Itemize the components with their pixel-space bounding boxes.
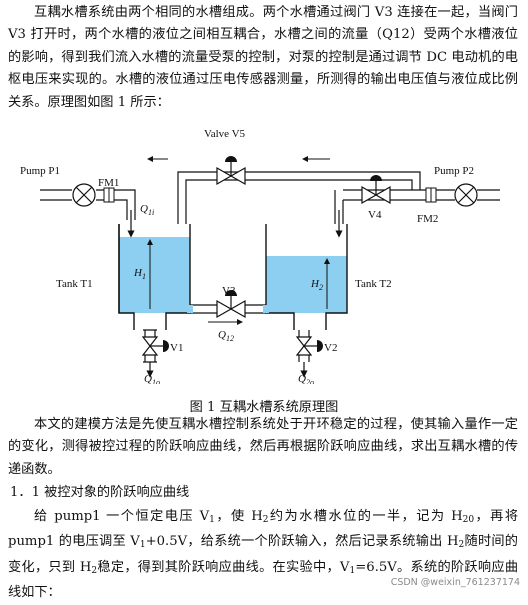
section-heading: 1．1 被控对象的阶跃响应曲线: [10, 485, 190, 500]
label-v2: V2: [324, 342, 337, 354]
label-pump-p2: Pump P2: [434, 165, 474, 177]
tank-t2-wall: [265, 224, 348, 330]
valve-v1: [141, 329, 169, 378]
label-h2: H2: [310, 278, 323, 292]
label-v1: V1: [170, 342, 183, 354]
label-v3: V3: [222, 285, 236, 297]
label-fm2: FM2: [417, 213, 438, 225]
label-tank-t1: Tank T1: [56, 278, 93, 290]
valve-v3: [216, 290, 246, 319]
valve-v5: [216, 156, 246, 186]
valve-v2: [295, 330, 323, 378]
coupled-tank-diagram: Valve V5 Pump P1 Pump P2 FM1 FM2 V4 V3 V…: [20, 128, 500, 384]
label-q12: Q12: [218, 329, 234, 343]
intro-paragraph: 互耦水槽系统由两个相同的水槽组成。两个水槽通过阀门 V3 连接在一起，当阀门 V…: [8, 5, 518, 110]
method-paragraph: 本文的建模方法是先使互耦水槽控制系统处于开环稳定的过程，使其输入量作一定的变化，…: [8, 417, 518, 477]
label-h1: H1: [133, 267, 146, 281]
label-q2o: Q2o: [298, 373, 314, 384]
interconnect-pipe: [190, 304, 266, 314]
tank-t1-water: [119, 237, 190, 313]
valve-v4: [361, 175, 391, 205]
figure-caption: 图 1 互耦水槽系统原理图: [189, 400, 339, 415]
label-pump-p1: Pump P1: [20, 165, 60, 177]
pump-p1-pipe: [40, 189, 136, 220]
tank-t2-water: [266, 256, 347, 313]
label-valve-v5: Valve V5: [204, 128, 246, 140]
watermark: CSDN @weixin_761237174: [390, 577, 520, 588]
label-v4: V4: [368, 209, 382, 221]
label-fm1: FM1: [98, 177, 119, 189]
label-tank-t2: Tank T2: [355, 278, 392, 290]
label-q1o: Q1o: [144, 373, 160, 384]
label-q1i: Q1i: [140, 203, 154, 217]
